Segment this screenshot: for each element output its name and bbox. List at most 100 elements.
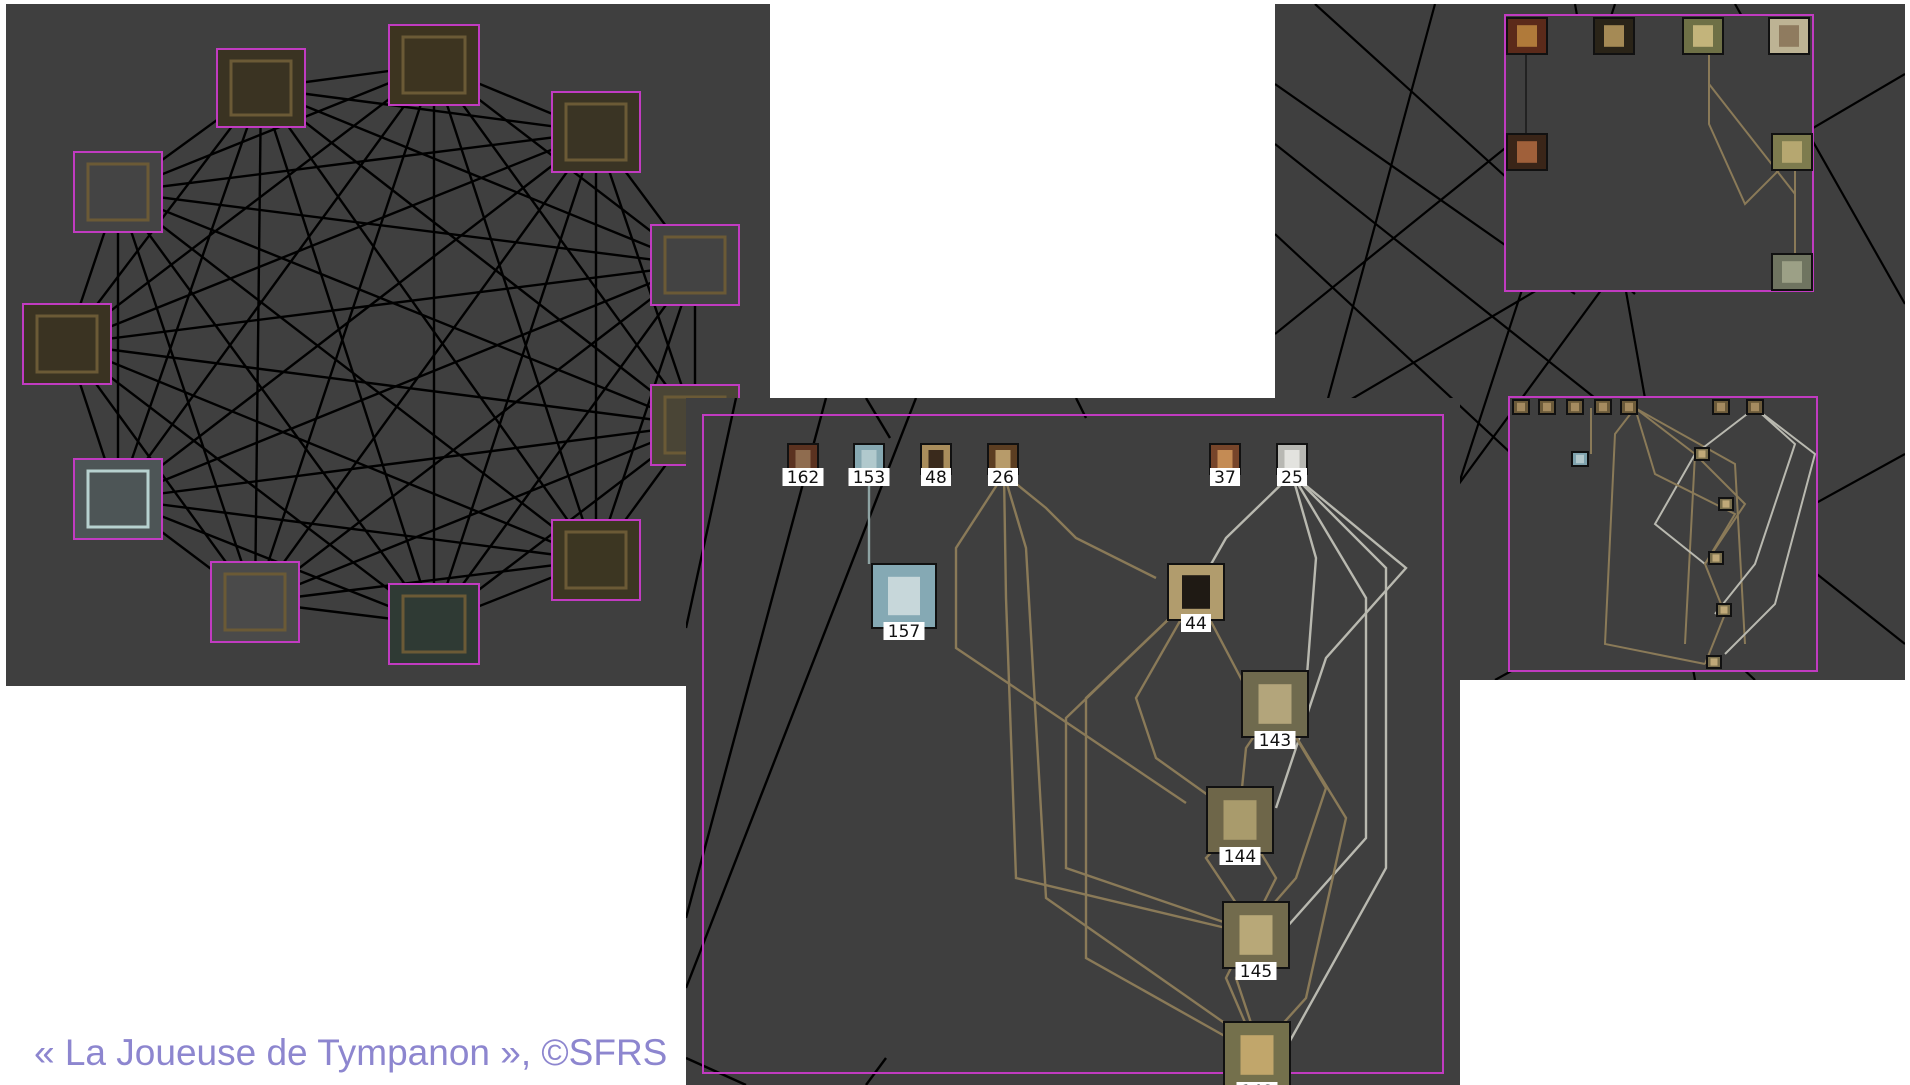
cluster-link (260, 86, 696, 267)
node-thumbnail (1566, 399, 1584, 415)
node-thumbnail (1506, 17, 1548, 55)
node-44: 44 (1167, 563, 1225, 634)
cluster-link (117, 190, 696, 427)
cluster-link (66, 130, 597, 346)
cluster-link (259, 87, 436, 625)
cluster-1 (216, 48, 306, 128)
node-thumbnail (1538, 399, 1556, 415)
node-label: 162 (787, 468, 819, 488)
cluster-link (117, 131, 597, 500)
cluster-8 (210, 561, 300, 643)
node-label: 153 (853, 468, 885, 488)
cluster-edge (1603, 407, 1706, 665)
cluster-box-upper (1504, 14, 1814, 292)
edge-25-145 (1285, 473, 1368, 929)
cluster-link (117, 130, 597, 194)
cluster-link (260, 87, 696, 426)
node-label: 26 (992, 468, 1014, 488)
cluster-link (116, 87, 263, 500)
cluster-edge (1634, 407, 1737, 565)
cluster-link (117, 191, 597, 561)
node-37: 37 (1209, 443, 1241, 488)
cluster-11 (73, 151, 163, 233)
edge-26-144 (954, 473, 1187, 804)
node-thumbnail (1694, 447, 1710, 461)
node-label: 145 (1240, 962, 1272, 982)
node-thumbnail (1716, 603, 1732, 617)
node-label: 44 (1185, 614, 1207, 634)
cluster-6 (551, 519, 641, 601)
cluster-link (594, 264, 697, 561)
cluster-link (66, 64, 435, 345)
node-thumbnail (1706, 655, 1722, 669)
zoomed-region-panel[interactable] (1275, 4, 1905, 680)
cluster-link (433, 264, 696, 625)
node-label: 48 (925, 468, 947, 488)
node-thumbnail (1506, 133, 1548, 171)
node-144: 144 (1206, 786, 1274, 867)
cluster-link (254, 131, 597, 603)
cluster-10 (22, 303, 112, 385)
cluster-edge (1714, 407, 1797, 615)
cluster-link (865, 1057, 887, 1085)
edge-26-148 (1002, 473, 1247, 1039)
node-157: 157 (871, 563, 937, 642)
cluster-link (686, 1056, 747, 1085)
node-thumbnail (1746, 399, 1764, 415)
cluster-link (686, 398, 738, 629)
cluster-link (253, 87, 263, 603)
node-143: 143 (1241, 670, 1309, 751)
cluster-link (594, 131, 697, 426)
node-48: 48 (920, 443, 952, 488)
cluster-link (254, 264, 696, 603)
cluster-link (433, 64, 696, 426)
edge-25-148 (1284, 473, 1388, 1049)
cluster-2 (388, 24, 480, 106)
cluster-link (1275, 123, 1536, 335)
node-thumbnail (1771, 133, 1813, 171)
cluster-link (117, 263, 696, 501)
cluster-frame (702, 414, 1444, 1074)
cluster-link (66, 343, 435, 625)
node-thumbnail (1571, 451, 1589, 467)
node-label: 37 (1214, 468, 1236, 488)
cluster-link (117, 423, 696, 501)
cluster-link (66, 342, 696, 427)
node-thumbnail (1620, 399, 1638, 415)
node-25: 25 (1276, 443, 1308, 488)
edge-26-44 (1003, 473, 1157, 580)
node-label: 143 (1259, 731, 1291, 751)
cluster-link (864, 398, 892, 439)
cluster-link (117, 191, 435, 625)
edge-44-145 (1064, 592, 1242, 930)
node-153: 153 (848, 443, 890, 488)
node-thumbnail (1771, 253, 1813, 291)
node-thumbnail (1512, 399, 1530, 415)
cluster-7 (388, 583, 480, 665)
node-label: 157 (888, 622, 920, 642)
overview-graph-panel[interactable] (6, 4, 770, 686)
cluster-link (686, 398, 918, 989)
cluster-edge (1708, 40, 1796, 206)
node-label: 144 (1224, 847, 1256, 867)
figure-caption: « La Joueuse de Tympanon », ©SFRS (34, 1032, 668, 1073)
edge-25-143 (1290, 473, 1318, 689)
node-145: 145 (1222, 901, 1290, 982)
cluster-3 (551, 91, 641, 173)
cluster-link (432, 64, 598, 561)
node-162: 162 (782, 443, 824, 488)
node-148: 148 (1223, 1021, 1291, 1085)
node-thumbnail (1768, 17, 1810, 55)
cluster-edge (1694, 453, 1747, 665)
overview-graph (22, 24, 740, 665)
node-thumbnail (1712, 399, 1730, 415)
node-thumbnail (1682, 17, 1724, 55)
cluster-box-lower (1508, 396, 1818, 672)
cluster-link (117, 190, 696, 267)
node-26: 26 (987, 443, 1019, 488)
cluster-detail-graph: 162 153 48 26 37 25 157 44 143 144 145 148 (686, 398, 1444, 1085)
cluster-detail-panel[interactable]: 162 153 48 26 37 25 157 44 143 144 145 148 (686, 398, 1460, 1085)
cluster-edge (1653, 407, 1756, 565)
cluster-link (254, 423, 696, 604)
cluster-edge (1634, 407, 1746, 645)
